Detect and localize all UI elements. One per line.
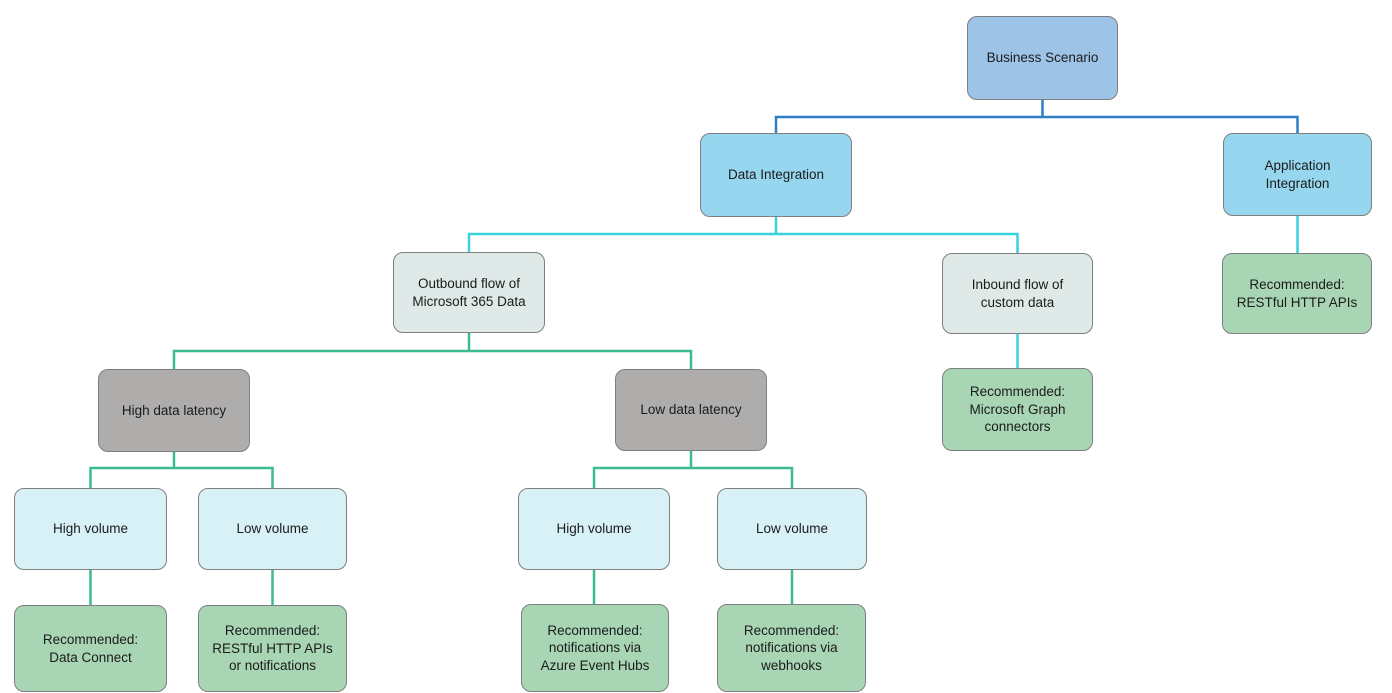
connector-level-3 [89,333,794,605]
node-high-volume-low-latency: High volume [518,488,670,570]
node-low-data-latency: Low data latency [615,369,767,451]
node-recommended-restful-or-notifications: Recommended: RESTful HTTP APIs or notifi… [198,605,347,692]
node-recommended-data-connect: Recommended: Data Connect [14,605,167,692]
node-outbound-flow: Outbound flow of Microsoft 365 Data [393,252,545,333]
node-recommended-webhooks: Recommended: notifications via webhooks [717,604,866,692]
node-low-volume-high-latency: Low volume [198,488,347,570]
node-inbound-flow: Inbound flow of custom data [942,253,1093,334]
node-application-integration: Application Integration [1223,133,1372,216]
node-recommended-microsoft-graph-connectors: Recommended: Microsoft Graph connectors [942,368,1093,451]
node-high-data-latency: High data latency [98,369,250,452]
connector-level-2 [467,216,1299,368]
node-data-integration: Data Integration [700,133,852,217]
node-recommended-restful-http-apis: Recommended: RESTful HTTP APIs [1222,253,1372,334]
node-recommended-azure-event-hubs: Recommended: notifications via Azure Eve… [521,604,669,692]
node-high-volume-high-latency: High volume [14,488,167,570]
node-low-volume-low-latency: Low volume [717,488,867,570]
connector-level-1 [774,100,1299,133]
node-business-scenario: Business Scenario [967,16,1118,100]
